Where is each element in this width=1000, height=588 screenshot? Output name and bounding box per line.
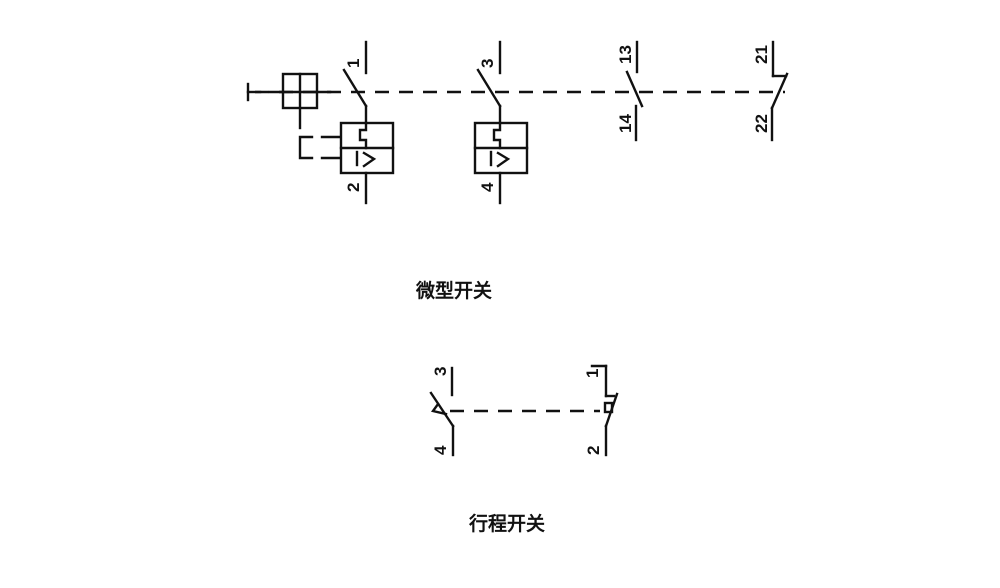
- terminal-label: 2: [344, 183, 363, 192]
- micro-switch-diagram: 1 2 3 4 13 14 21 22: [246, 40, 789, 205]
- manual-operator-icon: [268, 72, 332, 130]
- terminal-label: 21: [752, 45, 771, 64]
- travel-switch-caption: 行程开关: [469, 513, 546, 535]
- terminal-label: 1: [344, 59, 363, 68]
- terminal-label: 1: [583, 369, 602, 378]
- trip-bracket: [298, 135, 342, 160]
- terminal-label: 14: [616, 114, 635, 133]
- travel-no-contact: [429, 366, 455, 457]
- terminal-label: 4: [431, 445, 450, 455]
- terminal-label: 3: [431, 367, 450, 376]
- terminal-label: 13: [616, 45, 635, 64]
- breaker-pole-1: [339, 40, 395, 205]
- terminal-label: 22: [752, 114, 771, 133]
- nc-aux-contact: [770, 40, 789, 142]
- travel-switch-diagram: 3 4 1 2: [429, 364, 619, 457]
- travel-nc-contact: [590, 364, 619, 457]
- terminal-label: 2: [584, 446, 603, 455]
- terminal-label: 4: [478, 182, 497, 192]
- no-aux-contact: [625, 40, 644, 142]
- breaker-pole-2: [473, 40, 529, 205]
- terminal-label: 3: [478, 59, 497, 68]
- micro-switch-caption: 微型开关: [416, 280, 493, 302]
